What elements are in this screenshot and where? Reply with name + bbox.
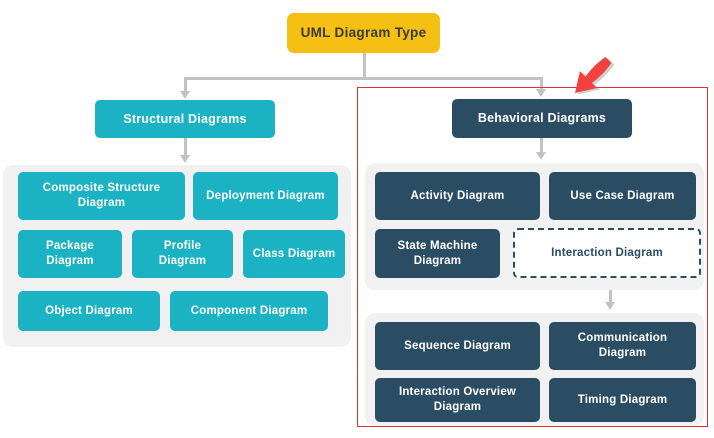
- node-interaction-overview-diagram: Interaction Overview Diagram: [375, 378, 540, 422]
- connector-root-stem: [363, 52, 366, 78]
- node-communication-diagram: Communication Diagram: [549, 322, 696, 370]
- node-activity-diagram: Activity Diagram: [375, 172, 540, 220]
- arrowhead-down-icon: [180, 91, 190, 99]
- node-package-diagram: Package Diagram: [18, 230, 122, 278]
- red-annotation-arrow-icon: [575, 56, 615, 95]
- arrowhead-down-icon: [536, 89, 546, 97]
- node-use-case-diagram: Use Case Diagram: [549, 172, 696, 220]
- node-state-machine-diagram: State Machine Diagram: [375, 229, 500, 278]
- connector-structural-children: [184, 138, 187, 155]
- node-class-diagram: Class Diagram: [243, 230, 345, 278]
- node-deployment-diagram: Deployment Diagram: [193, 172, 338, 220]
- node-sequence-diagram: Sequence Diagram: [375, 322, 540, 370]
- node-object-diagram: Object Diagram: [18, 291, 160, 331]
- node-component-diagram: Component Diagram: [170, 291, 328, 331]
- node-behavioral-diagrams: Behavioral Diagrams: [452, 99, 632, 138]
- connector-interaction-children: [609, 278, 612, 303]
- connector-branch-bar: [184, 77, 542, 80]
- connector-behavioral-children: [540, 138, 543, 153]
- arrowhead-down-icon: [605, 302, 615, 310]
- connector-structural-drop: [184, 77, 187, 92]
- connector-behavioral-drop: [540, 77, 543, 90]
- node-uml-diagram-type: UML Diagram Type: [287, 13, 440, 53]
- behavioral-highlight-frame: [357, 87, 708, 427]
- node-composite-structure-diagram: Composite Structure Diagram: [18, 172, 185, 220]
- node-interaction-diagram: Interaction Diagram: [513, 228, 701, 278]
- node-profile-diagram: Profile Diagram: [132, 230, 233, 278]
- node-structural-diagrams: Structural Diagrams: [95, 100, 275, 138]
- node-timing-diagram: Timing Diagram: [549, 378, 696, 422]
- arrowhead-down-icon: [180, 155, 190, 163]
- arrowhead-down-icon: [536, 152, 546, 160]
